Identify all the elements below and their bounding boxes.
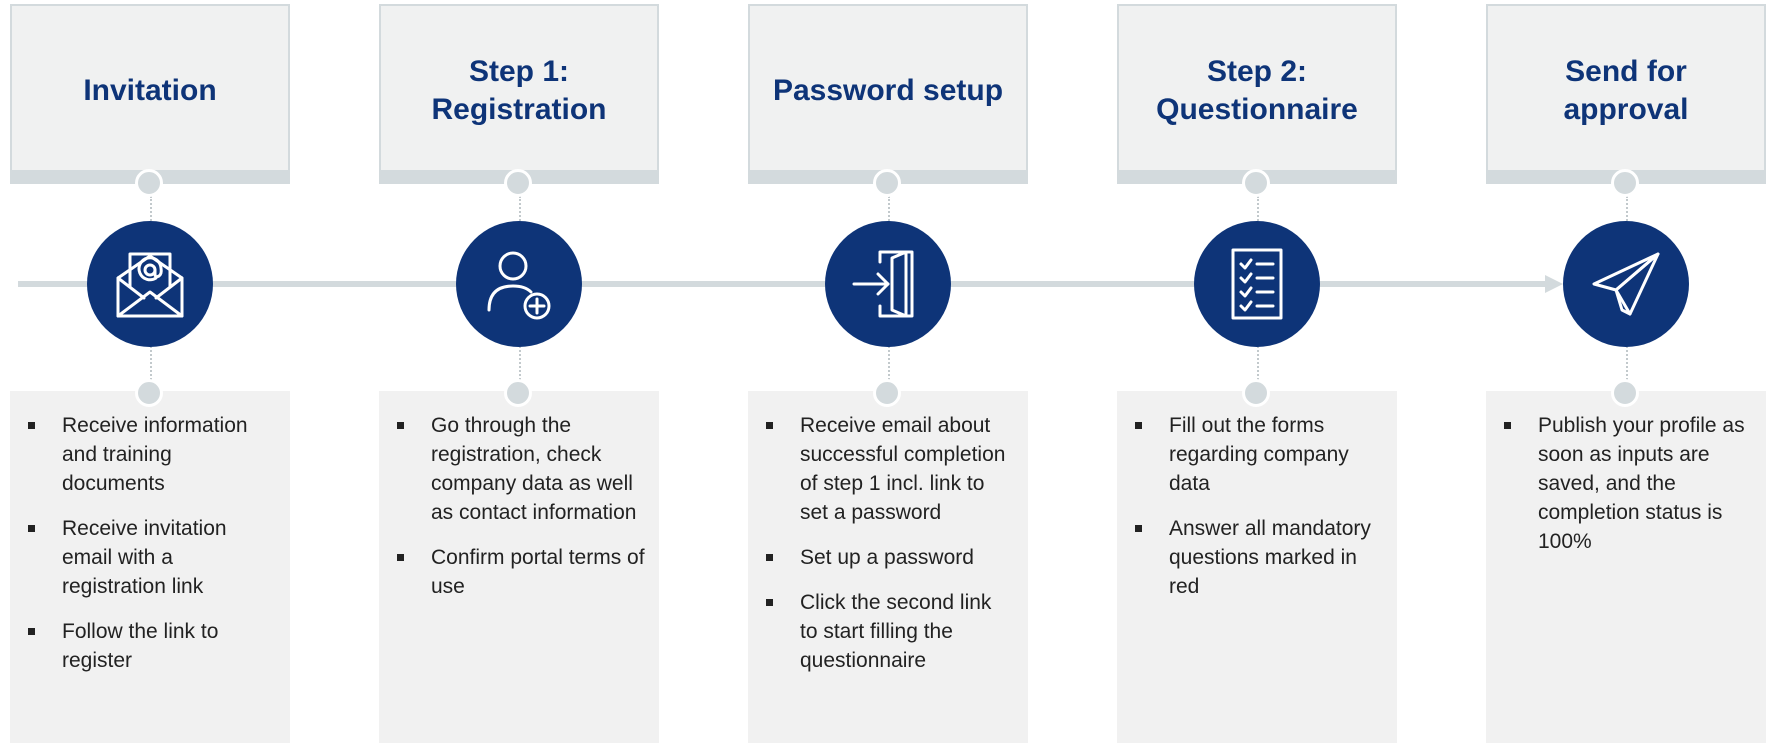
step-item-list: Receive information and training documen… (10, 391, 290, 675)
step-title-box: Step 2: Questionnaire (1117, 4, 1397, 182)
checklist-icon (1231, 248, 1283, 320)
user-add-icon (487, 251, 551, 320)
list-item: Receive email about successful completio… (764, 411, 1014, 527)
step-registration: Step 1: Registration Go through the regi… (379, 0, 662, 743)
list-item-text: Click the second link to start filling t… (800, 591, 992, 672)
step-item-list: Publish your profile as soon as inputs a… (1486, 391, 1766, 556)
connector-dot-top (1242, 169, 1270, 197)
step-description-box: Fill out the forms regarding company dat… (1117, 391, 1397, 743)
list-item-text: Set up a password (800, 546, 974, 569)
step-description-box: Receive information and training documen… (10, 391, 290, 743)
step-send-for-approval: Send for approval Publish your profile a… (1486, 0, 1769, 743)
connector-dot-top (1611, 169, 1639, 197)
bullet-marker (1504, 422, 1511, 429)
list-item-text: Follow the link to register (62, 620, 219, 672)
step-title-box: Step 1: Registration (379, 4, 659, 182)
step-questionnaire: Step 2: Questionnaire Fill out the forms… (1117, 0, 1400, 743)
step-title-box: Invitation (10, 4, 290, 182)
bullet-marker (1135, 525, 1142, 532)
connector-dot-top (504, 169, 532, 197)
paper-plane-icon (1592, 252, 1660, 316)
step-title: Password setup (772, 74, 1004, 107)
list-item-text: Receive email about successful completio… (800, 414, 1006, 524)
connector-dot-bottom (504, 379, 532, 407)
list-item: Receive information and training documen… (26, 411, 276, 498)
step-description-box: Go through the registration, check compa… (379, 391, 659, 743)
step-title: Send for approval (1563, 55, 1689, 126)
list-item-text: Answer all mandatory questions marked in… (1169, 517, 1371, 598)
step-title-box: Send for approval (1486, 4, 1766, 182)
connector-dot-bottom (873, 379, 901, 407)
connector-top (1257, 196, 1259, 224)
list-item: Receive invitation email with a registra… (26, 514, 276, 601)
list-item: Follow the link to register (26, 617, 276, 675)
bullet-marker (397, 554, 404, 561)
step-description-box: Publish your profile as soon as inputs a… (1486, 391, 1766, 743)
step-item-list: Receive email about successful completio… (748, 391, 1028, 675)
step-icon-circle (1194, 221, 1320, 347)
list-item-text: Confirm portal terms of use (431, 546, 645, 598)
step-description-box: Receive email about successful completio… (748, 391, 1028, 743)
bullet-marker (766, 422, 773, 429)
list-item: Go through the registration, check compa… (395, 411, 645, 527)
step-icon-circle (87, 221, 213, 347)
connector-dot-bottom (1242, 379, 1270, 407)
step-title-box: Password setup (748, 4, 1028, 182)
connector-top (150, 196, 152, 224)
connector-top (519, 196, 521, 224)
bullet-marker (28, 422, 35, 429)
sign-in-door-icon (852, 250, 914, 318)
list-item-text: Publish your profile as soon as inputs a… (1538, 414, 1745, 553)
list-item: Confirm portal terms of use (395, 543, 645, 601)
list-item: Click the second link to start filling t… (764, 588, 1014, 675)
connector-bottom (150, 346, 152, 380)
connector-top (888, 196, 890, 224)
list-item: Answer all mandatory questions marked in… (1133, 514, 1383, 601)
envelope-at-icon (116, 252, 184, 318)
step-title: Step 2: Questionnaire (1156, 55, 1358, 126)
bullet-marker (28, 628, 35, 635)
bullet-marker (1135, 422, 1142, 429)
connector-bottom (1257, 346, 1259, 380)
connector-bottom (519, 346, 521, 380)
list-item: Set up a password (764, 543, 1014, 572)
connector-dot-bottom (1611, 379, 1639, 407)
connector-dot-top (135, 169, 163, 197)
step-icon-circle (825, 221, 951, 347)
step-title: Step 1: Registration (431, 55, 607, 126)
timeline-arrowhead (1545, 275, 1563, 293)
bullet-marker (766, 599, 773, 606)
bullet-marker (28, 525, 35, 532)
list-item-text: Go through the registration, check compa… (431, 414, 637, 524)
step-item-list: Go through the registration, check compa… (379, 391, 659, 601)
connector-bottom (888, 346, 890, 380)
connector-dot-top (873, 169, 901, 197)
list-item-text: Receive invitation email with a registra… (62, 517, 227, 598)
step-password-setup: Password setup Receive email about succe… (748, 0, 1031, 743)
list-item-text: Receive information and training documen… (62, 414, 248, 495)
connector-bottom (1626, 346, 1628, 380)
step-invitation: Invitation Receive information and train… (10, 0, 293, 743)
step-item-list: Fill out the forms regarding company dat… (1117, 391, 1397, 601)
bullet-marker (766, 554, 773, 561)
list-item-text: Fill out the forms regarding company dat… (1169, 414, 1349, 495)
list-item: Publish your profile as soon as inputs a… (1502, 411, 1752, 556)
step-icon-circle (456, 221, 582, 347)
step-icon-circle (1563, 221, 1689, 347)
connector-top (1626, 196, 1628, 224)
bullet-marker (397, 422, 404, 429)
list-item: Fill out the forms regarding company dat… (1133, 411, 1383, 498)
timeline-line (18, 281, 1548, 287)
step-title: Invitation (83, 74, 217, 107)
connector-dot-bottom (135, 379, 163, 407)
